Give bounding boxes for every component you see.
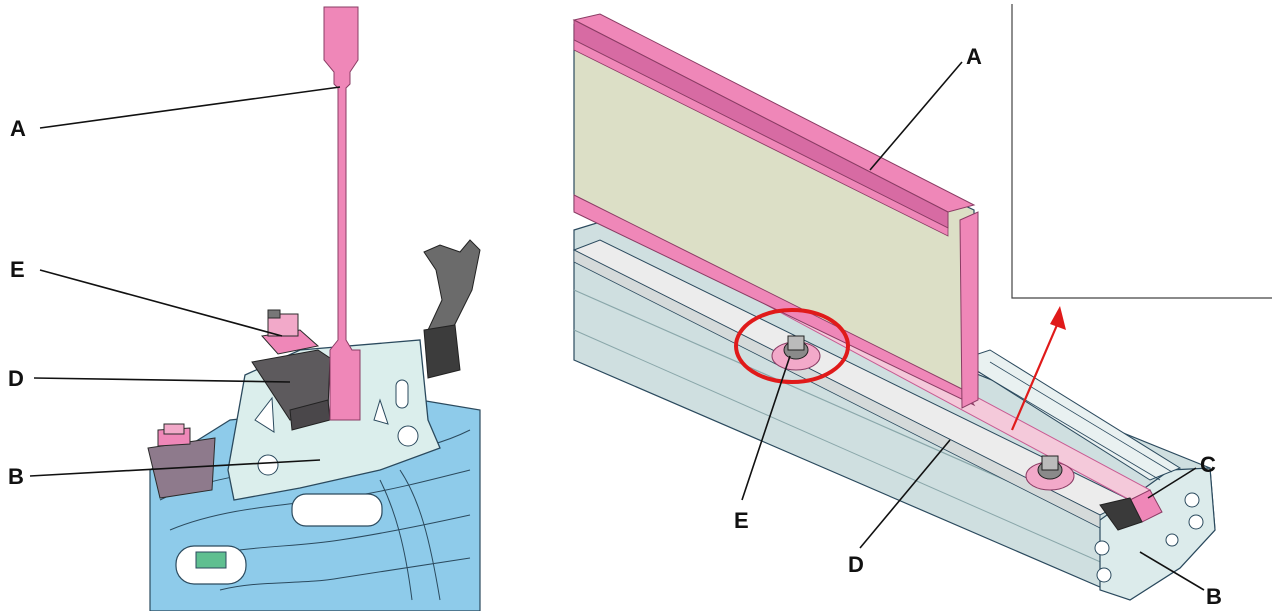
leader-line-e2 (741, 355, 791, 501)
leader-line-d2 (859, 439, 951, 549)
leader-line-d (33, 377, 291, 383)
left-view: A E D B (8, 6, 481, 611)
nut-e (261, 309, 320, 355)
highlight-circle (734, 308, 850, 384)
callout-c: C (1200, 452, 1216, 477)
leader-line-e (39, 269, 283, 337)
callout-b: B (8, 464, 24, 489)
pink-rod-a (323, 6, 361, 421)
hook-part (423, 239, 481, 379)
direction-arrow-icon (1010, 306, 1066, 431)
callout-b2: B (1206, 584, 1222, 609)
bolt-second (1025, 455, 1075, 491)
callout-e2: E (734, 508, 749, 533)
inset-frame (1011, 4, 1272, 299)
leader-line-c (1147, 467, 1197, 499)
leader-line-a (39, 86, 341, 129)
leader-line-b2 (1139, 551, 1205, 591)
leader-line-a2 (869, 61, 963, 171)
dark-block-d (251, 349, 331, 431)
callout-a2: A (966, 44, 982, 69)
top-channel (958, 349, 1182, 481)
callout-d2: D (848, 552, 864, 577)
panel-a (572, 13, 979, 409)
callout-e: E (10, 257, 25, 282)
leader-line-b (29, 459, 321, 477)
bolt-e-highlighted (771, 335, 821, 371)
callout-d: D (8, 366, 24, 391)
callout-a: A (10, 116, 26, 141)
right-view: A C E D B (572, 4, 1272, 609)
